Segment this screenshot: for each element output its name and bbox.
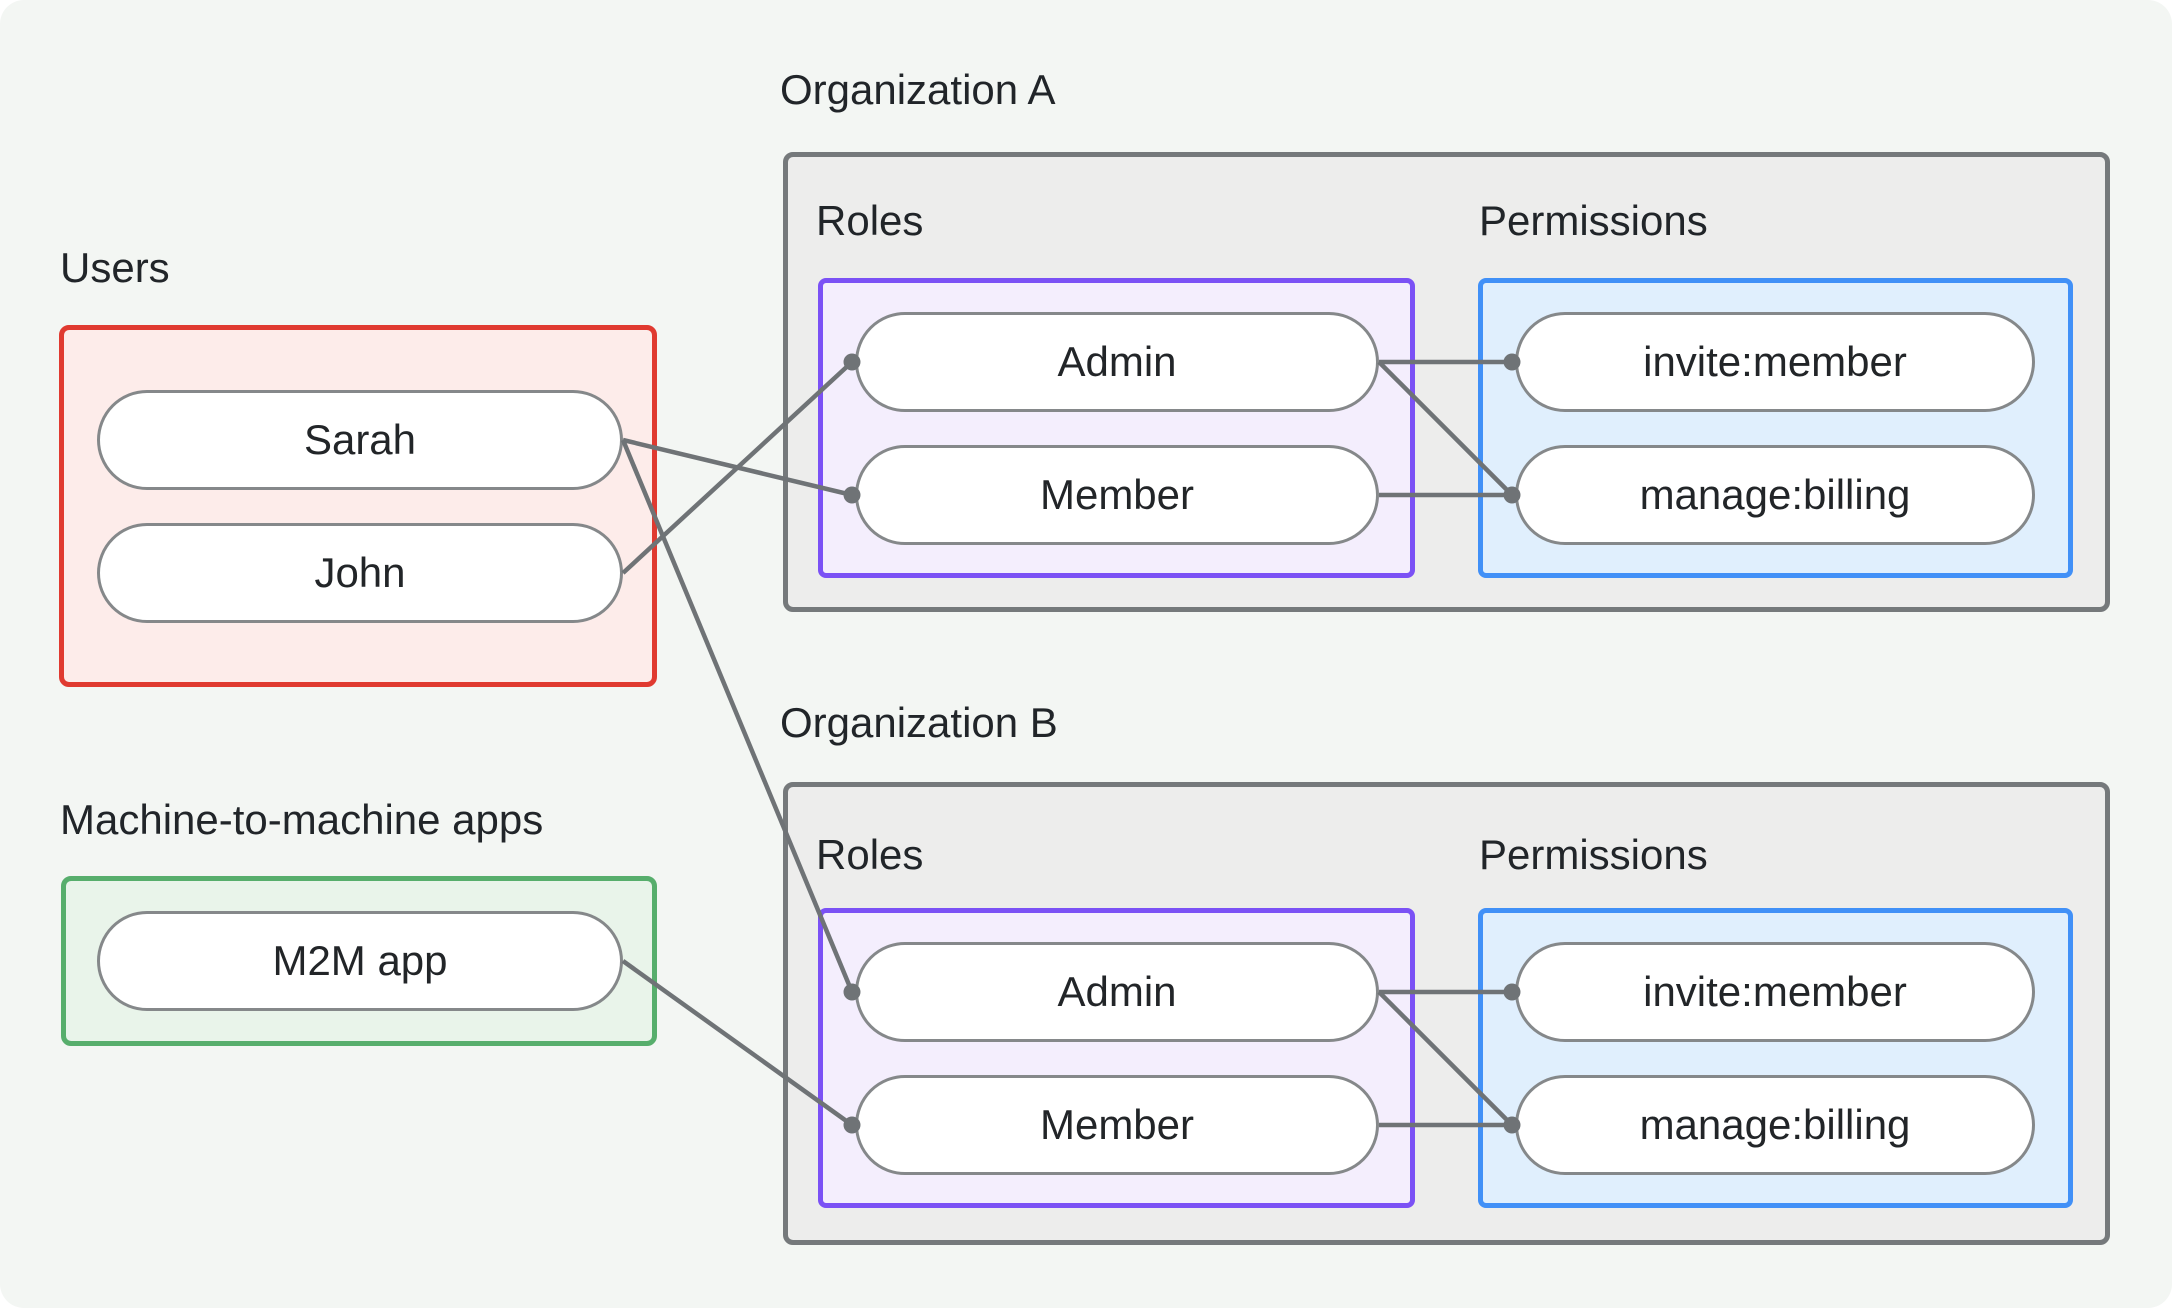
org-a-permissions-label: Permissions [1479,197,1708,244]
node-org-b-member: Member [855,1075,1379,1175]
node-org-a-manage-billing: manage:billing [1515,445,2035,545]
node-org-a-admin: Admin [855,312,1379,412]
node-org-b-invite-member: invite:member [1515,942,2035,1042]
org-b-permissions-label: Permissions [1479,831,1708,878]
org-b-roles-label: Roles [816,831,924,878]
node-org-a-invite-member: invite:member [1515,312,2035,412]
users-label: Users [60,244,170,291]
node-m2m-app: M2M app [97,911,623,1011]
org-b-label: Organization B [780,699,1058,746]
org-a-label: Organization A [780,66,1056,113]
users-group-box [59,325,657,687]
node-org-b-admin: Admin [855,942,1379,1042]
node-john: John [97,523,623,623]
node-org-a-member: Member [855,445,1379,545]
node-sarah: Sarah [97,390,623,490]
node-org-b-manage-billing: manage:billing [1515,1075,2035,1175]
m2m-label: Machine-to-machine apps [60,796,544,843]
org-a-roles-label: Roles [816,197,924,244]
